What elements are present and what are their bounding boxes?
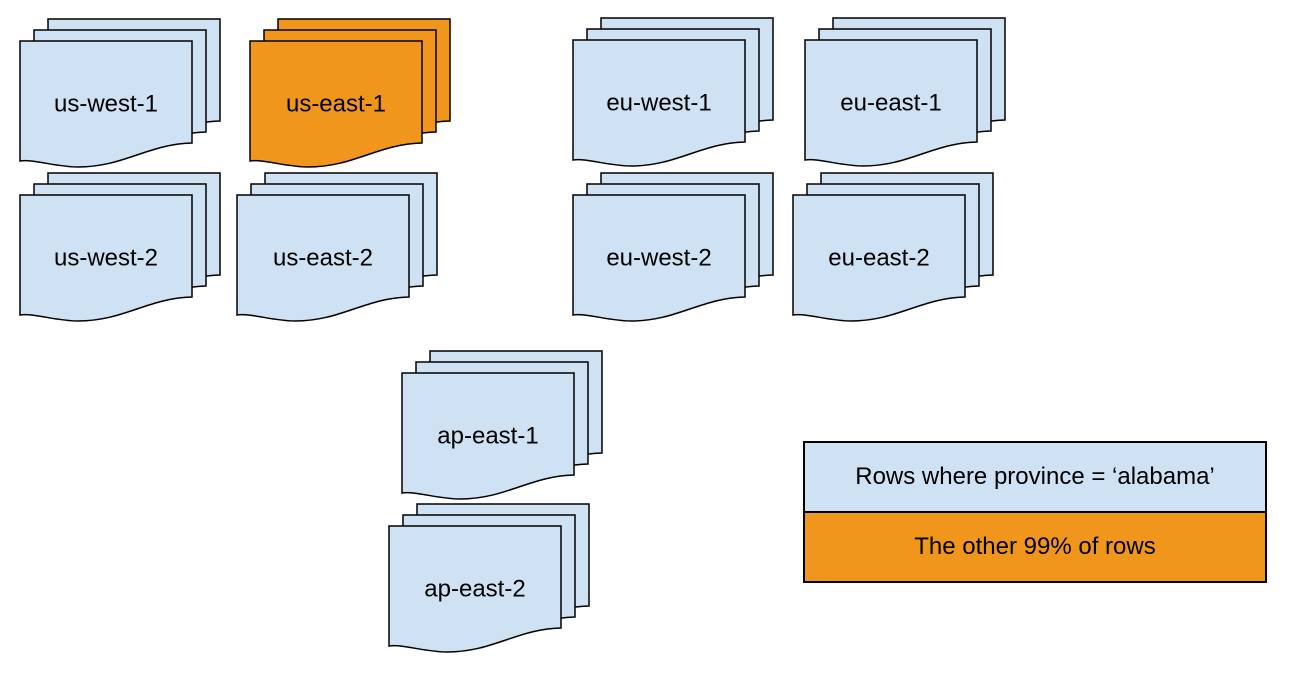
document-sheet-front [792, 194, 966, 322]
document-sheet-front [572, 194, 746, 322]
document-stack-ap-east-2: ap-east-2 [388, 503, 594, 655]
stack-label: ap-east-2 [424, 576, 525, 603]
document-sheet-front [249, 40, 423, 168]
document-sheet-front [388, 525, 562, 653]
document-stack-us-east-2: us-east-2 [236, 172, 442, 324]
stack-label: us-west-1 [54, 91, 158, 118]
stack-label: eu-east-2 [828, 245, 929, 272]
legend-item-label: Rows where province = ‘alabama’ [855, 463, 1215, 490]
legend-item-other-rows: The other 99% of rows [805, 513, 1265, 581]
legend-item-label: The other 99% of rows [914, 533, 1156, 560]
stack-label: us-east-1 [286, 91, 386, 118]
document-stack-eu-west-1: eu-west-1 [572, 17, 778, 169]
document-stack-eu-east-1: eu-east-1 [804, 17, 1010, 169]
stack-label: us-west-2 [54, 245, 158, 272]
legend-item-alabama-rows: Rows where province = ‘alabama’ [805, 443, 1265, 513]
document-sheet-front [19, 194, 193, 322]
document-sheet-front [401, 372, 575, 500]
stack-label: eu-east-1 [840, 90, 941, 117]
document-stack-ap-east-1: ap-east-1 [401, 350, 607, 502]
stack-label: us-east-2 [273, 245, 373, 272]
document-stack-us-east-1: us-east-1 [249, 18, 455, 170]
stack-label: eu-west-1 [606, 90, 711, 117]
document-sheet-front [19, 40, 193, 168]
document-sheet-front [572, 39, 746, 167]
document-sheet-front [236, 194, 410, 322]
legend: Rows where province = ‘alabama’ The othe… [803, 441, 1267, 583]
document-stack-eu-west-2: eu-west-2 [572, 172, 778, 324]
document-stack-us-west-2: us-west-2 [19, 172, 225, 324]
document-sheet-front [804, 39, 978, 167]
stack-label: ap-east-1 [437, 423, 538, 450]
document-stack-eu-east-2: eu-east-2 [792, 172, 998, 324]
document-stack-us-west-1: us-west-1 [19, 18, 225, 170]
stack-label: eu-west-2 [606, 245, 711, 272]
